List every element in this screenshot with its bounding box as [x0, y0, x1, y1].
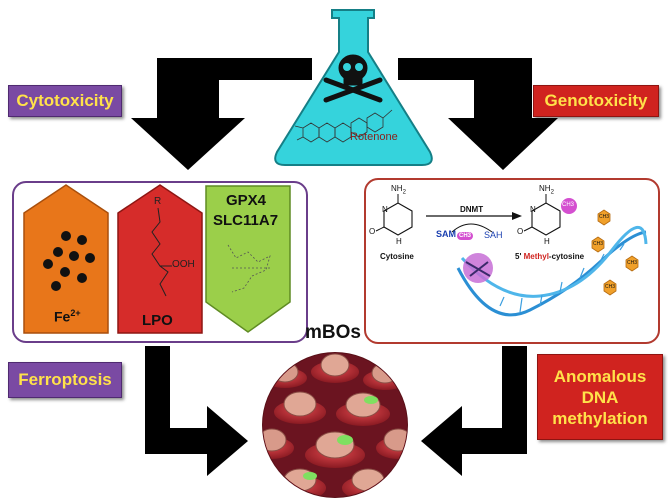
sam-methyl-badge: CH3 [457, 232, 474, 240]
methylcytosine-o: O [517, 227, 524, 236]
methylcytosine-h: H [544, 237, 550, 246]
cytosine-label: Cytosine [380, 252, 414, 261]
lpo-molecule [151, 207, 172, 297]
methyl-tag-1: CH3 [599, 214, 610, 220]
arrow-right-to-mbos [421, 346, 527, 476]
dna-helix [456, 225, 648, 317]
sah-label: SAH [484, 230, 503, 240]
methyl-group-ch3: CH3 [562, 202, 575, 208]
iron-ions [43, 231, 95, 291]
arrow-flask-to-left [131, 58, 312, 170]
rotenone-structure [294, 109, 393, 143]
fe-text: Fe [54, 308, 71, 325]
methylcytosine-nh-text: NH [539, 184, 551, 193]
methyl-word: Methyl [523, 252, 549, 261]
lpo-r-label: R [154, 196, 162, 207]
cytosine-h: H [396, 237, 402, 246]
cytotoxicity-label: Cytotoxicity [8, 85, 122, 117]
methyl-tag-2: CH3 [593, 241, 604, 247]
methyl-group-marker [561, 198, 577, 214]
methyl-suffix: cytosine [551, 252, 585, 261]
cytosine-nh2-sub: 2 [402, 189, 406, 196]
cytosine-nh-text: NH [391, 184, 403, 193]
sam-text: SAM [436, 229, 456, 239]
fe-superscript: 2+ [70, 308, 81, 318]
flask-label: Rotenone [350, 131, 398, 143]
cytosine-n: N [382, 205, 388, 214]
gpx4-pentagon [205, 185, 291, 333]
methyl-tags [591, 209, 639, 296]
fe-label: Fe2+ [54, 308, 81, 325]
lpo-ooh-label: OOH [172, 259, 195, 270]
methylcytosine-nh2: NH2 [539, 184, 554, 196]
gpx4-molecule [227, 244, 271, 293]
skull-crossbones-icon [323, 54, 383, 103]
dnmt-enzyme-icon [463, 253, 493, 283]
methyl-tag-4: CH3 [605, 284, 616, 290]
fe-pentagon [23, 184, 109, 334]
methylation-panel [364, 178, 660, 344]
methylcytosine-nh2-sub: 2 [550, 189, 554, 196]
methylcytosine-label: 5' Methyl-cytosine [515, 252, 585, 261]
lpo-label: LPO [142, 312, 173, 329]
lpo-pentagon [117, 184, 203, 334]
mbos-label: mBOs [305, 322, 361, 343]
genotoxicity-label: Genotoxicity [533, 85, 659, 117]
methylcytosine-n: N [530, 205, 536, 214]
sam-to-sah-curve [451, 223, 493, 233]
dna-rungs [499, 243, 625, 313]
methyl-tag-3: CH3 [627, 260, 638, 266]
arrow-flask-to-right [398, 58, 558, 170]
anomalous-dna-methylation-label: Anomalous DNA methylation [537, 354, 663, 440]
ferroptosis-label: Ferroptosis [8, 362, 122, 398]
gpx4-label: GPX4 [226, 192, 267, 209]
anomalous-line-3: methylation [552, 408, 648, 428]
anomalous-line-1: Anomalous [553, 366, 647, 386]
anomalous-line-2: DNA [581, 387, 619, 407]
methyl-prefix: 5 [515, 252, 520, 261]
cytosine-o: O [369, 227, 376, 236]
dnmt-label: DNMT [460, 205, 484, 214]
arrow-left-to-mbos [145, 346, 248, 476]
cytosine-nh2: NH2 [391, 184, 406, 196]
slc11a7-label: SLC11A7 [213, 212, 279, 229]
